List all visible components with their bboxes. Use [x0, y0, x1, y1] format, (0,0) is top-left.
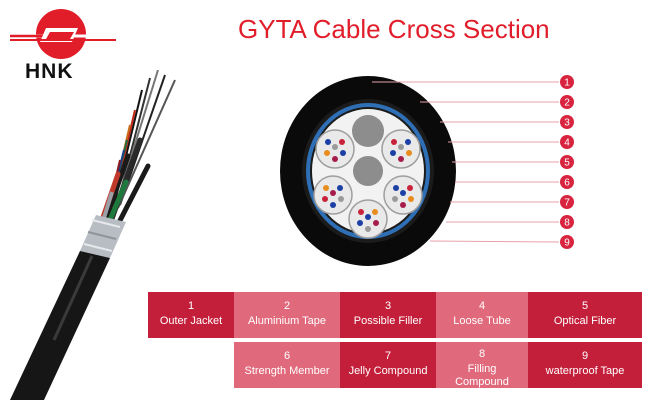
- legend-label: Aluminium Tape: [247, 315, 327, 327]
- cable-illustration: [10, 70, 176, 400]
- callout-marker-4: [560, 135, 574, 149]
- callout-marker-7: [560, 195, 574, 209]
- callout-number-4: 4: [564, 138, 570, 149]
- strength-member: [353, 156, 383, 186]
- callout-marker-5: [560, 155, 574, 169]
- callout-marker-1: [560, 75, 574, 89]
- brand-name: HNK: [25, 60, 74, 83]
- callout-number-1: 1: [564, 78, 570, 89]
- callout-number-5: 5: [564, 158, 570, 169]
- legend-label: Possible Filler: [353, 315, 423, 327]
- legend-number: 1: [187, 300, 195, 312]
- legend-number: 6: [283, 350, 291, 362]
- callout-number-8: 8: [564, 218, 570, 229]
- legend-number: 8: [478, 348, 486, 360]
- hnk-logo-icon: [10, 9, 116, 59]
- legend-label: Jelly Compound: [348, 365, 428, 377]
- optical-fibers: [322, 139, 414, 232]
- legend-number: 4: [478, 300, 486, 312]
- legend-label: Filling Compound: [455, 363, 509, 388]
- legend-cell-9: 9 waterproof Tape: [528, 342, 642, 388]
- legend-number: 2: [283, 300, 291, 312]
- legend-number: 3: [384, 300, 392, 312]
- legend-number: 7: [384, 350, 392, 362]
- callout-number-2: 2: [564, 98, 570, 109]
- legend-label: Optical Fiber: [553, 315, 617, 327]
- legend-label: Outer Jacket: [159, 315, 223, 327]
- callout-marker-2: [560, 95, 574, 109]
- page-title: GYTA Cable Cross Section: [238, 14, 550, 44]
- callout-number-3: 3: [564, 118, 570, 129]
- callout-marker-8: [560, 215, 574, 229]
- legend-number: 5: [581, 300, 589, 312]
- callout-number-6: 6: [564, 178, 570, 189]
- legend-label: Strength Member: [244, 365, 330, 377]
- callout-marker-6: [560, 175, 574, 189]
- cross-section-diagram: [280, 76, 456, 266]
- callout-number-7: 7: [564, 198, 570, 209]
- callout-line-9: [429, 240, 560, 243]
- legend-label: waterproof Tape: [545, 365, 625, 377]
- callout-marker-3: [560, 115, 574, 129]
- legend-number: 9: [581, 350, 589, 362]
- possible-filler: [352, 115, 384, 147]
- legend-label: Loose Tube: [453, 315, 511, 327]
- callout-marker-9: [560, 235, 574, 249]
- callout-number-9: 9: [564, 238, 570, 249]
